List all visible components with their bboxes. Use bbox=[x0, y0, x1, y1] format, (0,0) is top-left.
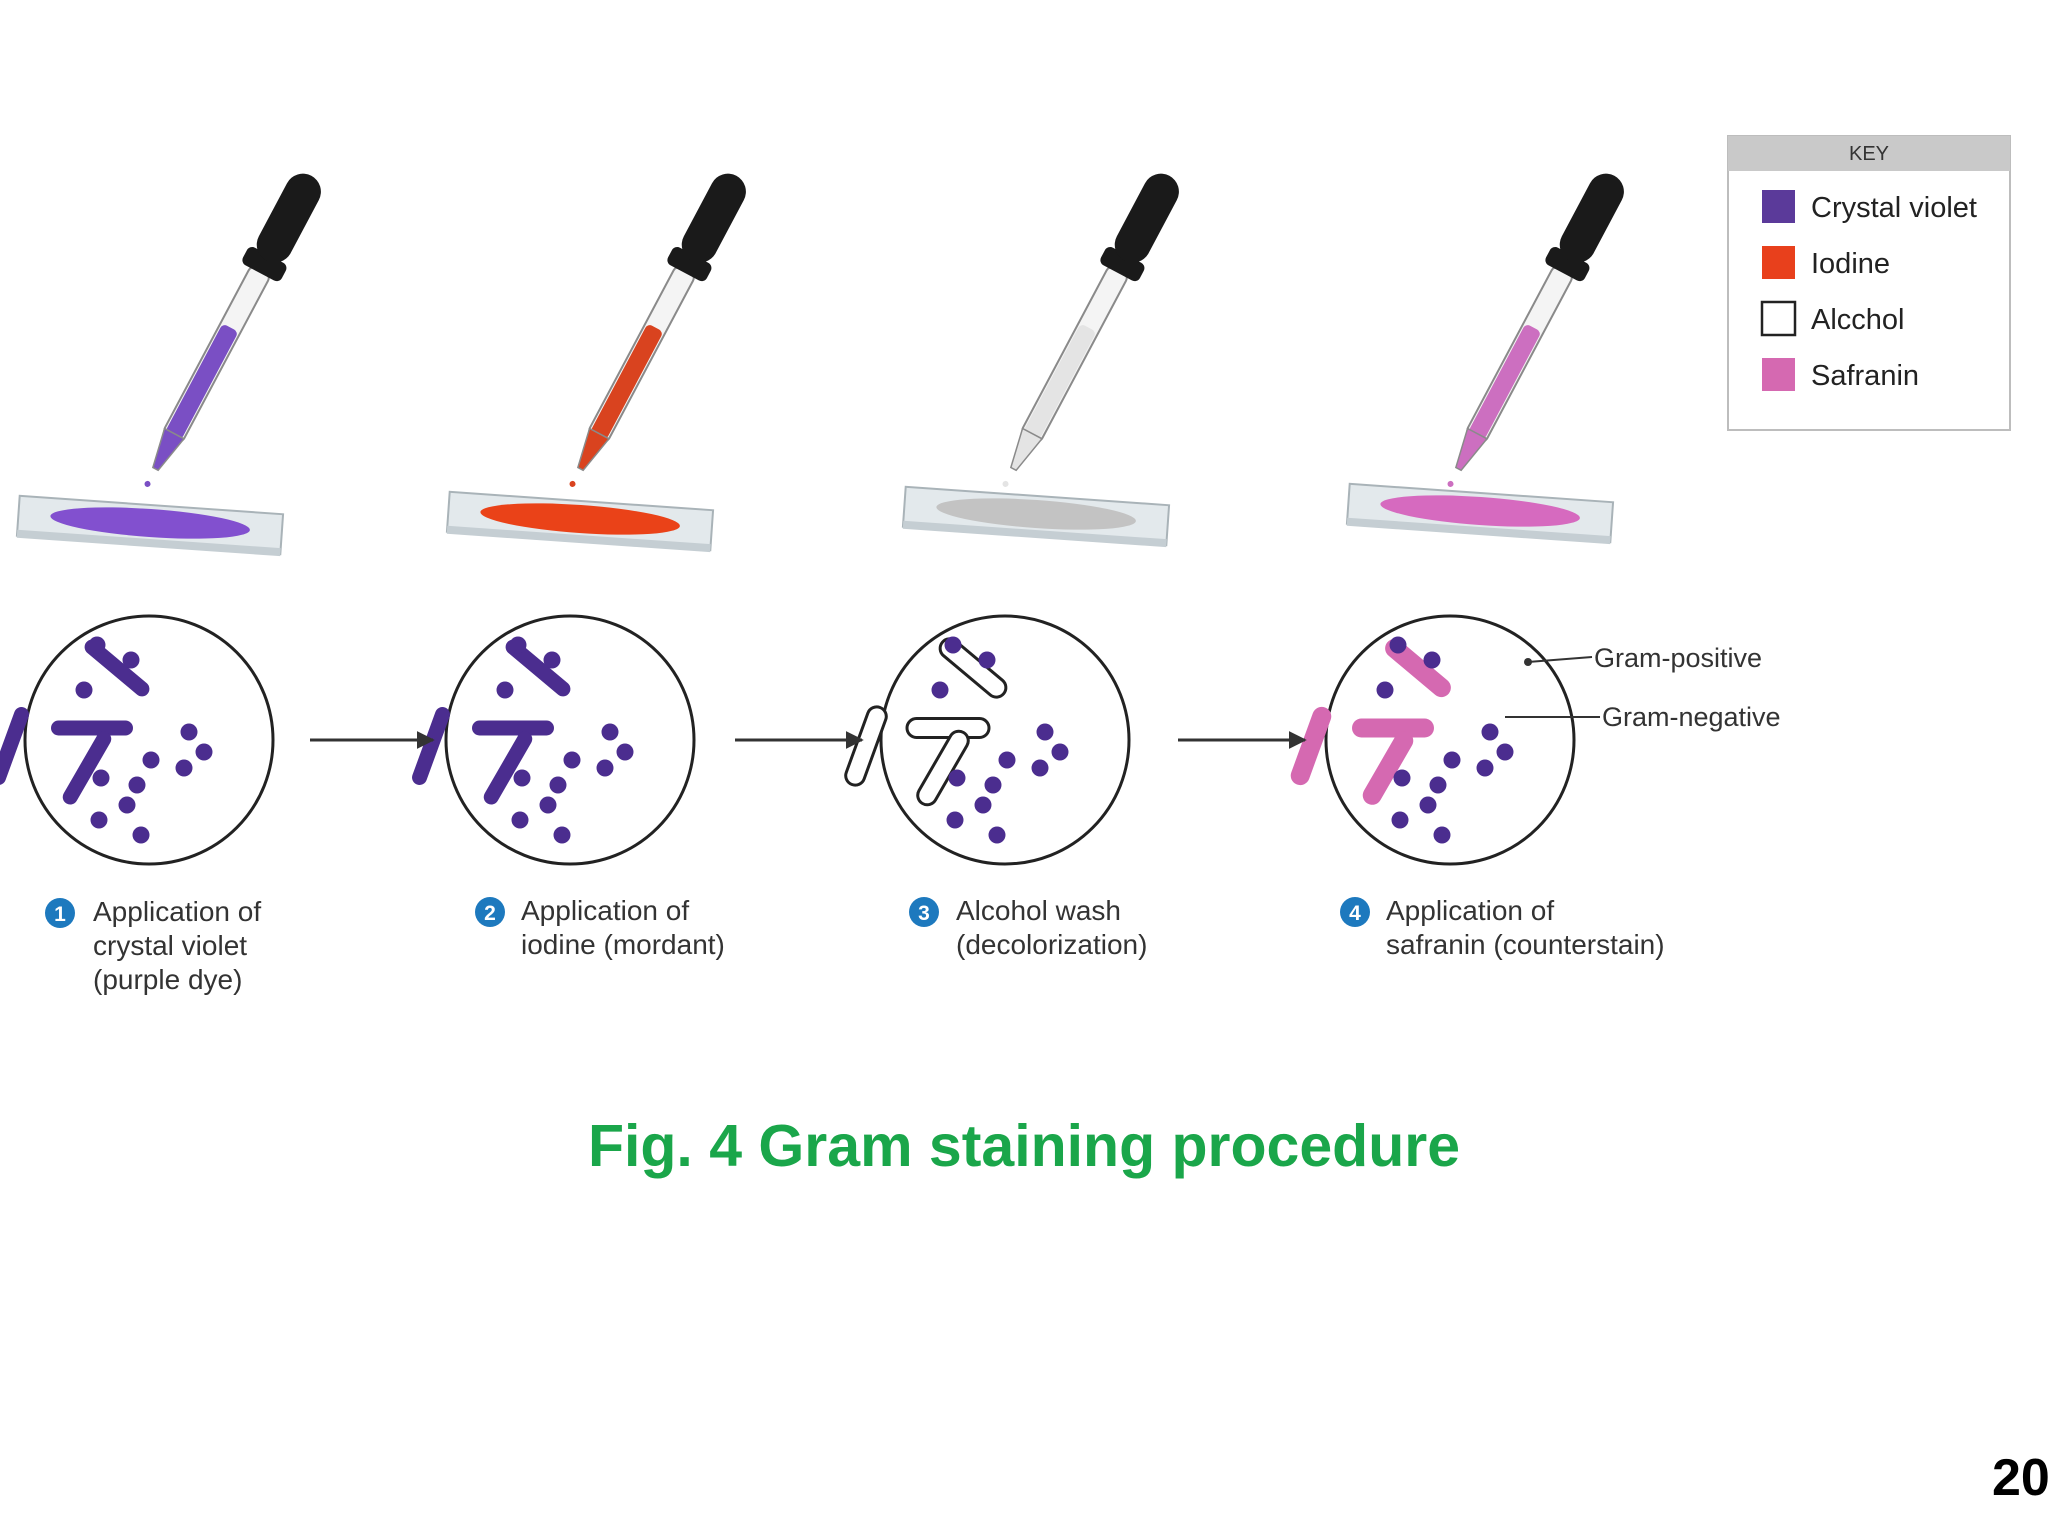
figure-caption: Fig. 4 Gram staining procedure bbox=[587, 1113, 1461, 1179]
key-swatch-safranin bbox=[1762, 358, 1795, 391]
step-2-number: 2 bbox=[484, 902, 496, 925]
step-1-number: 1 bbox=[54, 903, 66, 926]
step-4-badge bbox=[1340, 897, 1370, 927]
key-label-alcohol: Alcchol bbox=[1811, 304, 1905, 336]
step-4-illustration bbox=[1290, 173, 1624, 866]
step-1-dropper bbox=[144, 173, 321, 487]
step-2-microscope-view bbox=[412, 614, 696, 866]
step-3-slide bbox=[901, 485, 1171, 548]
step-3-microscope-view bbox=[844, 614, 1131, 866]
step-1-slide bbox=[15, 494, 285, 557]
step-1-badge bbox=[45, 898, 75, 928]
key-label-iodine: Iodine bbox=[1811, 248, 1890, 280]
step-1-illustration bbox=[0, 173, 321, 866]
gram-negative-label: Gram-negative bbox=[1602, 702, 1781, 732]
step-3-caption: 3 Alcohol wash (decolorization) bbox=[909, 895, 1147, 960]
step-2-caption: 2 Application of iodine (mordant) bbox=[475, 895, 725, 960]
page-number: 20 bbox=[1992, 1449, 2048, 1507]
step-4-slide bbox=[1345, 482, 1615, 545]
step-3-badge bbox=[909, 897, 939, 927]
key-label-crystal-violet: Crystal violet bbox=[1811, 192, 1977, 224]
step-1-line-3: (purple dye) bbox=[93, 964, 242, 995]
step-4-microscope-view bbox=[1290, 614, 1576, 866]
step-4-dropper bbox=[1447, 173, 1624, 487]
step-1-caption: 1 Application of crystal violet (purple … bbox=[45, 896, 261, 995]
key-swatch-crystal-violet bbox=[1762, 190, 1795, 223]
key-label-safranin: Safranin bbox=[1811, 360, 1919, 392]
step-3-line-2: (decolorization) bbox=[956, 929, 1147, 960]
step-2-badge bbox=[475, 897, 505, 927]
step-2-dropper bbox=[569, 173, 746, 487]
key-swatch-alcohol bbox=[1760, 300, 1797, 337]
step-3-illustration bbox=[844, 173, 1179, 866]
step-1-microscope-view bbox=[0, 614, 275, 866]
step-4-line-2: safranin (counterstain) bbox=[1386, 929, 1665, 960]
key-legend: KEY Crystal violet Iodine Alcchol Safran… bbox=[1727, 135, 2011, 431]
key-title: KEY bbox=[1849, 143, 1889, 165]
step-4-line-1: Application of bbox=[1386, 895, 1554, 926]
step-3-number: 3 bbox=[918, 902, 930, 925]
step-4-caption: 4 Application of safranin (counterstain) bbox=[1340, 895, 1665, 960]
step-1-line-1: Application of bbox=[93, 896, 261, 927]
step-4-number: 4 bbox=[1349, 902, 1361, 925]
key-swatch-iodine bbox=[1762, 246, 1795, 279]
step-2-line-2: iodine (mordant) bbox=[521, 929, 725, 960]
gram-positive-label: Gram-positive bbox=[1594, 643, 1762, 673]
step-2-line-1: Application of bbox=[521, 895, 689, 926]
gram-callouts: Gram-positive Gram-negative bbox=[1505, 643, 1781, 732]
step-1-line-2: crystal violet bbox=[93, 930, 247, 961]
step-3-line-1: Alcohol wash bbox=[956, 895, 1121, 926]
step-3-dropper bbox=[1002, 173, 1179, 487]
step-2-illustration bbox=[412, 173, 746, 866]
step-2-slide bbox=[445, 490, 715, 553]
